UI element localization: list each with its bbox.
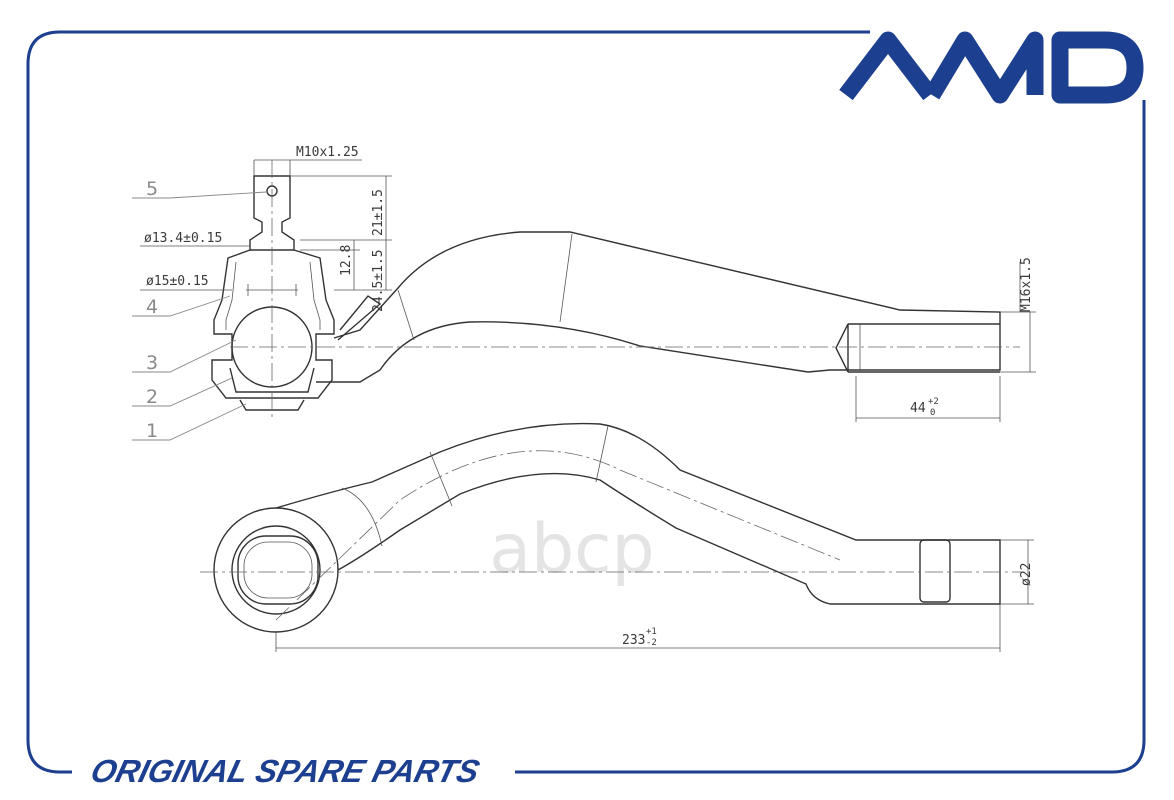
dim-dia-13: ø13.4±0.15	[144, 231, 222, 246]
dim-h-21: 21±1.5	[371, 189, 386, 236]
dim-len-233: 233	[622, 633, 645, 648]
dim-h-24: 24.5±1.5	[371, 249, 386, 312]
callout-1: 1	[146, 420, 158, 442]
dim-h-12: 12.8	[339, 245, 354, 276]
dim-len-233-lower: -2	[646, 638, 657, 648]
tagline: ORIGINAL SPARE PARTS	[87, 753, 483, 788]
dim-len-44: 44	[910, 401, 926, 416]
watermark-text: аbср	[489, 510, 654, 589]
dim-thread-end: M16x1.5	[1019, 257, 1034, 312]
top-view	[200, 422, 1024, 633]
callout-3: 3	[146, 352, 158, 374]
side-view	[211, 160, 1020, 420]
callout-4: 4	[146, 296, 158, 318]
callout-2: 2	[146, 386, 158, 408]
dim-len-233-upper: +1	[646, 627, 657, 637]
dim-thread-stud: M10x1.25	[296, 145, 359, 160]
amd-logo	[839, 31, 1144, 104]
frame-border	[26, 30, 1146, 774]
dim-dia-15: ø15±0.15	[146, 274, 209, 289]
dim-len-44-upper: +2	[928, 397, 939, 407]
dimension-lines	[140, 159, 1036, 652]
dim-dia-22: ø22	[1019, 563, 1034, 586]
callout-leaders	[132, 191, 267, 441]
callout-5: 5	[146, 178, 158, 200]
dim-len-44-lower: 0	[930, 408, 935, 418]
